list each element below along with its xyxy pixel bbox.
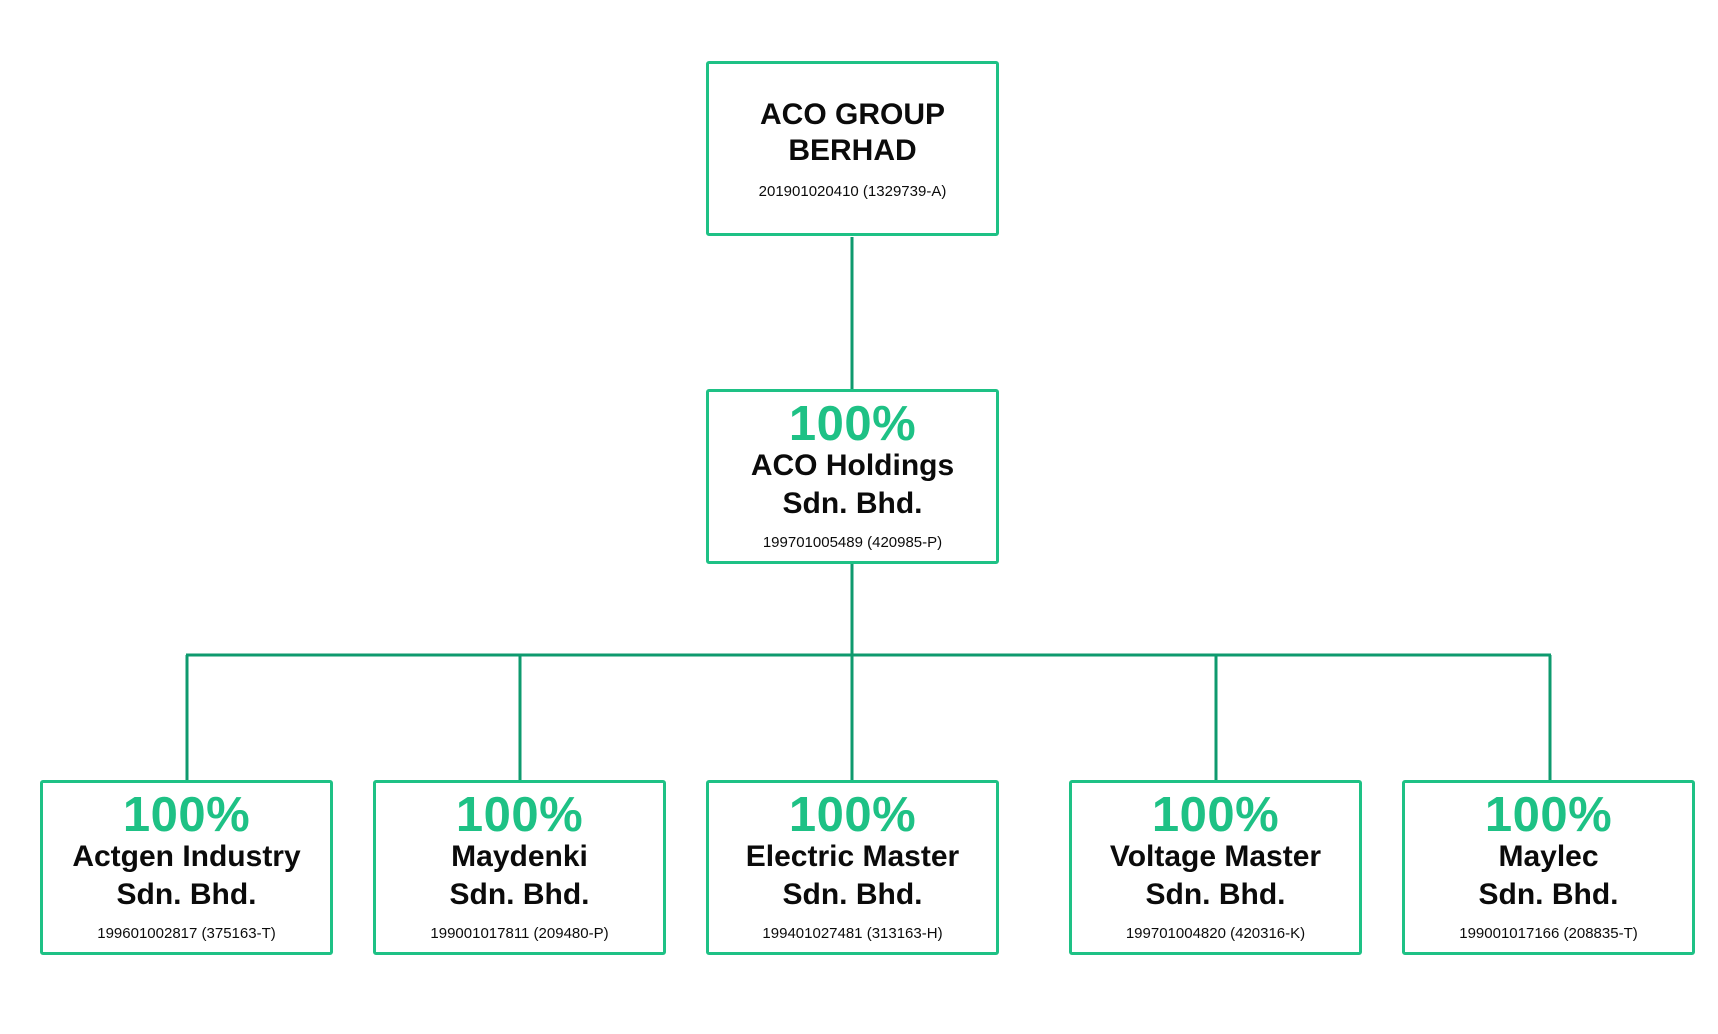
node-registration-number: 199001017166 (208835-T) <box>1459 924 1638 942</box>
node-maylec: 100% Maylec Sdn. Bhd. 199001017166 (2088… <box>1402 780 1695 955</box>
node-name-line2: Sdn. Bhd. <box>782 486 923 520</box>
node-voltage-master: 100% Voltage Master Sdn. Bhd. 1997010048… <box>1069 780 1362 955</box>
node-registration-number: 201901020410 (1329739-A) <box>758 182 947 200</box>
node-registration-number: 199401027481 (313163-H) <box>762 924 943 942</box>
node-name-line1: Electric Master <box>745 839 960 873</box>
node-name-line2: BERHAD <box>788 133 917 167</box>
node-name-line2: Sdn. Bhd. <box>1478 877 1619 911</box>
node-name-line2: Sdn. Bhd. <box>782 877 923 911</box>
node-registration-number: 199701004820 (420316-K) <box>1125 924 1306 942</box>
node-electric-master: 100% Electric Master Sdn. Bhd. 199401027… <box>706 780 999 955</box>
node-aco-holdings: 100% ACO Holdings Sdn. Bhd. 199701005489… <box>706 389 999 564</box>
node-ownership-percent: 100% <box>788 787 917 842</box>
node-ownership-percent: 100% <box>455 787 584 842</box>
node-registration-number: 199001017811 (209480-P) <box>430 924 609 942</box>
node-maydenki: 100% Maydenki Sdn. Bhd. 199001017811 (20… <box>373 780 666 955</box>
node-name-line2: Sdn. Bhd. <box>449 877 590 911</box>
node-name-line1: Voltage Master <box>1109 839 1322 873</box>
node-ownership-percent: 100% <box>788 396 917 451</box>
node-name-line2: Sdn. Bhd. <box>116 877 257 911</box>
node-ownership-percent: 100% <box>1151 787 1280 842</box>
node-name-line1: Maydenki <box>451 839 588 873</box>
node-name-line2: Sdn. Bhd. <box>1145 877 1286 911</box>
node-name-line1: ACO Holdings <box>750 448 955 482</box>
node-name-line1: Actgen Industry <box>72 839 301 873</box>
node-ownership-percent: 100% <box>122 787 251 842</box>
node-registration-number: 199701005489 (420985-P) <box>762 533 943 551</box>
node-registration-number: 199601002817 (375163-T) <box>97 924 276 942</box>
node-actgen-industry: 100% Actgen Industry Sdn. Bhd. 199601002… <box>40 780 333 955</box>
node-name-line1: ACO GROUP <box>759 97 945 131</box>
node-name-line1: Maylec <box>1498 839 1599 873</box>
node-ownership-percent: 100% <box>1484 787 1613 842</box>
node-aco-group-berhad: ACO GROUP BERHAD 201901020410 (1329739-A… <box>706 61 999 236</box>
